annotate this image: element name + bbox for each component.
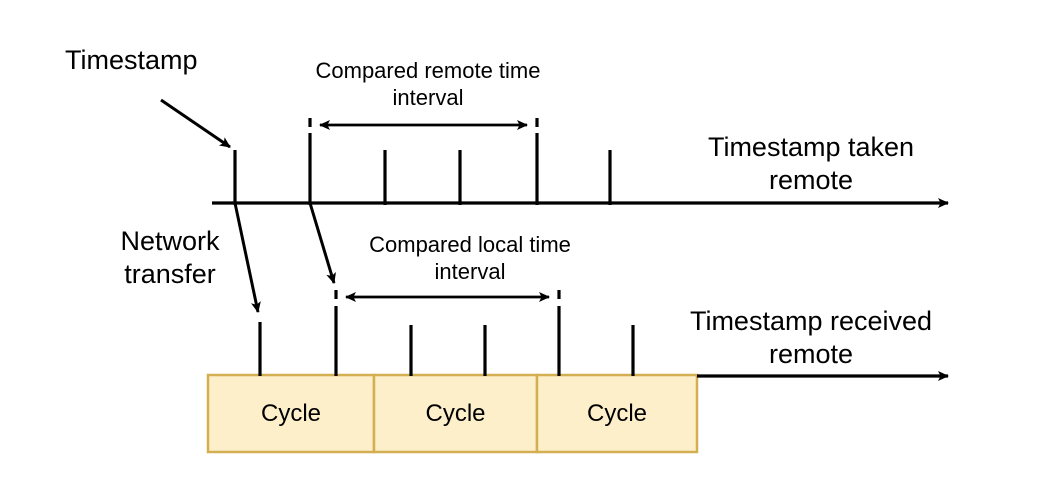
network-transfer-arrow-2: [308, 202, 336, 284]
cycle-box-label-1: Cycle: [425, 399, 486, 427]
timestamp-received-remote-label: Timestamp received remote: [689, 306, 933, 369]
timestamp-pointer-arrow: [160, 98, 231, 149]
upper-timeline-group: [212, 118, 949, 208]
cycle-box-1: [372, 373, 539, 454]
cycle-box-2: [535, 373, 699, 454]
timestamp-taken-remote-label: Timestamp taken remote: [707, 132, 915, 195]
cycle-box-label-0: Cycle: [260, 399, 321, 427]
timestamp-label: Timestamp: [65, 45, 198, 75]
cycle-box-label-2: Cycle: [586, 399, 647, 427]
network-transfer-label: Network transfer: [120, 226, 220, 289]
network-transfer-arrow-1: [233, 202, 261, 313]
compared-local-interval-label: Compared local time interval: [369, 232, 571, 284]
compared-remote-interval-label: Compared remote time interval: [315, 58, 541, 110]
lower-timeline-group: [206, 290, 949, 454]
